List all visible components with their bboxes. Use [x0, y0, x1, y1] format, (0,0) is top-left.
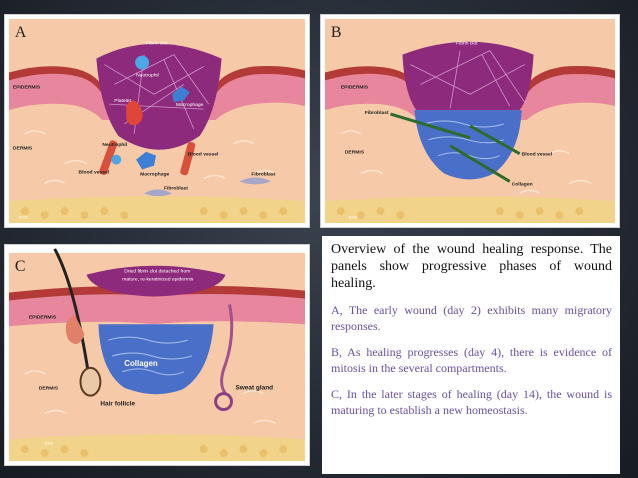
macrophage-cell	[136, 151, 157, 170]
macrophage-cell-top	[171, 86, 190, 103]
label-collagen: Collagen	[124, 359, 158, 368]
label-platelet: Platelet	[114, 98, 131, 104]
neutrophil-cell	[111, 154, 122, 165]
description-b: B, As healing progresses (day 4), there …	[331, 345, 612, 375]
dried-clot	[86, 265, 226, 297]
label-macrophage-top: Macrophage	[176, 102, 204, 108]
panel-b-illustration: B Fibrin clot EPIDERMIS Fibroblast DERMI…	[324, 18, 616, 224]
epidermis-layer	[8, 292, 306, 327]
fibroblast-cell-center	[144, 189, 172, 197]
neutrophil-cell-top	[135, 55, 150, 70]
fat-layer	[8, 196, 306, 224]
sebaceous-gland	[65, 314, 85, 344]
blood-vessel-pointer	[469, 124, 521, 155]
label-blood-vessel-right: Blood vessel	[188, 152, 219, 158]
panel-a-illustration: A Fibrin clot Neutrophil Platelet Macrop…	[8, 18, 306, 224]
description-c: C, In the later stages of healing (day 1…	[331, 387, 612, 417]
label-blood-vessel: Blood vessel	[522, 152, 553, 158]
label-fibrin-clot: Fibrin clot	[146, 41, 168, 47]
fibroblast-pointer	[390, 112, 471, 140]
description-a: A, The early wound (day 2) exhibits many…	[331, 303, 612, 333]
platelet-cell	[126, 100, 143, 126]
sweat-gland-coil	[214, 392, 234, 411]
fibrin-clot	[402, 41, 534, 111]
label-fat: FAT	[349, 215, 358, 221]
panel-c-illustration: C Dried fibrin clot detached from mature…	[8, 248, 306, 462]
collagen-pointer	[449, 144, 511, 183]
label-dermis: DERMIS	[13, 146, 33, 152]
panel-a-early-wound: A Fibrin clot Neutrophil Platelet Macrop…	[4, 14, 310, 228]
label-macrophage: Macrophage	[140, 171, 169, 177]
hair-follicle-bulb	[79, 366, 102, 397]
label-hair-follicle: Hair follicle	[100, 401, 135, 408]
label-fibroblast-right: Fibroblast	[251, 171, 275, 177]
label-fibroblast-center: Fibroblast	[164, 185, 188, 191]
panel-b-day-4: B Fibrin clot EPIDERMIS Fibroblast DERMI…	[320, 14, 620, 228]
stratum-corneum	[324, 66, 616, 95]
stratum-corneum	[8, 66, 306, 95]
blood-vessel-right	[180, 142, 196, 176]
label-sweat-gland: Sweat gland	[235, 385, 273, 392]
label-fat: FAT	[19, 215, 28, 221]
label-fibrin-clot: Fibrin clot	[456, 41, 478, 47]
fibroblast-cell-right	[239, 177, 272, 185]
label-clot-line2: mature, re-keratinized epidermis	[122, 277, 194, 283]
label-clot-line1: Dried fibrin clot detached from	[124, 269, 190, 275]
label-neutrophil: Neutrophil	[102, 142, 127, 148]
panel-c-day-14: C Dried fibrin clot detached from mature…	[4, 244, 310, 466]
blood-vessel-left	[99, 140, 118, 175]
panel-letter: C	[15, 258, 26, 275]
fat-layer	[324, 196, 616, 224]
fibrin-clot	[96, 43, 222, 150]
panel-letter: B	[331, 24, 342, 41]
label-dermis: DERMIS	[39, 386, 59, 392]
overview-text: Overview of the wound healing response. …	[331, 242, 612, 291]
label-fat: FAT	[45, 441, 54, 447]
label-dermis: DERMIS	[345, 150, 365, 156]
label-epidermis: EPIDERMIS	[13, 84, 41, 90]
label-fibroblast: Fibroblast	[365, 110, 389, 116]
hair-shaft	[53, 248, 90, 375]
granulation-tissue	[414, 110, 522, 180]
label-blood-vessel-left: Blood vessel	[79, 170, 110, 176]
label-collagen: Collagen	[512, 181, 533, 187]
label-epidermis: EPIDERMIS	[29, 314, 57, 320]
label-epidermis: EPIDERMIS	[341, 84, 369, 90]
panel-letter: A	[15, 24, 27, 41]
collagen-region	[98, 324, 214, 395]
fat-layer	[8, 434, 306, 462]
description-textbox: Overview of the wound healing response. …	[322, 236, 620, 474]
label-neutrophil-top: Neutrophil	[136, 72, 159, 78]
sweat-duct	[220, 304, 234, 395]
